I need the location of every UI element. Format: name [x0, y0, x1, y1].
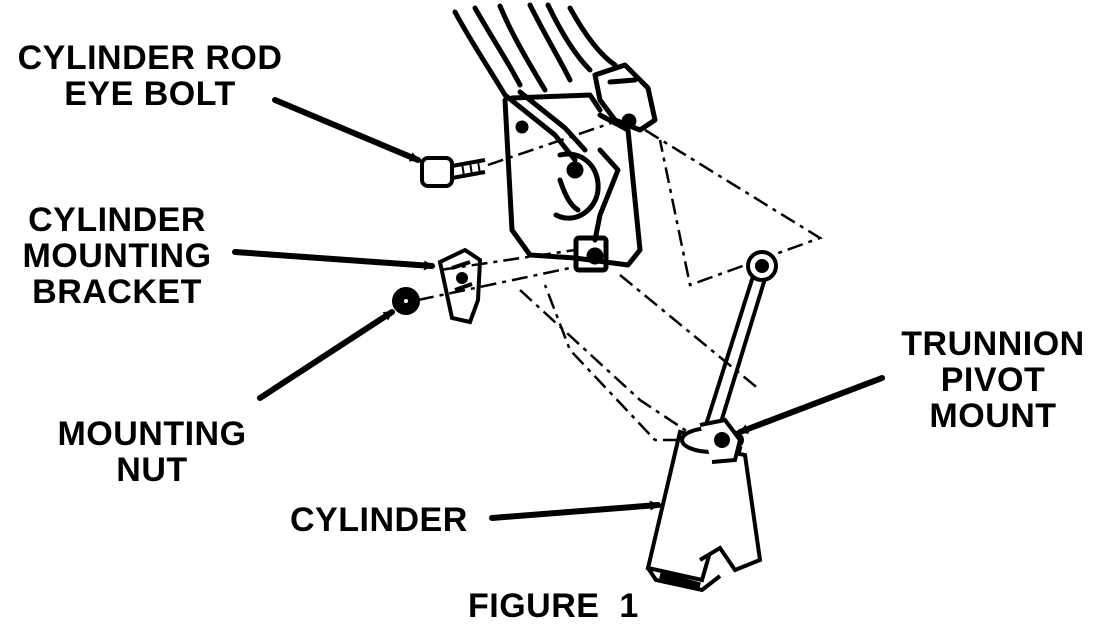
label-line: TRUNNION — [901, 325, 1085, 363]
label-trunnion-pivot-mount: TRUNNION PIVOT MOUNT — [888, 326, 1098, 434]
eye-bolt-part — [420, 156, 486, 188]
label-cylinder-mounting-bracket: CYLINDER MOUNTING BRACKET — [8, 202, 226, 310]
label-cylinder-rod-eye-bolt: CYLINDER ROD EYE BOLT — [6, 40, 294, 112]
label-line: EYE BOLT — [64, 75, 236, 113]
pedal-bracket-assembly — [452, 2, 658, 273]
label-cylinder: CYLINDER — [290, 501, 468, 539]
label-mounting-nut: MOUNTING NUT — [48, 416, 256, 488]
figure-caption: FIGURE 1 — [468, 587, 639, 625]
arrow-cylinder — [489, 500, 661, 521]
label-line: BRACKET — [32, 273, 202, 311]
mounting-nut-part — [392, 287, 420, 315]
label-line: MOUNT — [929, 397, 1057, 435]
label-line: MOUNTING — [57, 415, 247, 453]
label-line: CYLINDER ROD — [17, 39, 283, 77]
arrow-bracket — [232, 249, 435, 271]
label-line: CYLINDER — [28, 201, 206, 239]
label-line: PIVOT — [940, 361, 1046, 399]
cylinder-part — [645, 417, 763, 593]
cylinder-rod-part — [703, 250, 778, 433]
arrow-trunnion — [737, 375, 885, 435]
label-line: NUT — [116, 451, 188, 489]
leader-arrows — [232, 97, 885, 521]
mounting-bracket-part — [437, 247, 483, 325]
arrow-nut — [257, 309, 395, 401]
arrow-eye-bolt — [272, 97, 421, 163]
label-line: MOUNTING — [22, 237, 212, 275]
